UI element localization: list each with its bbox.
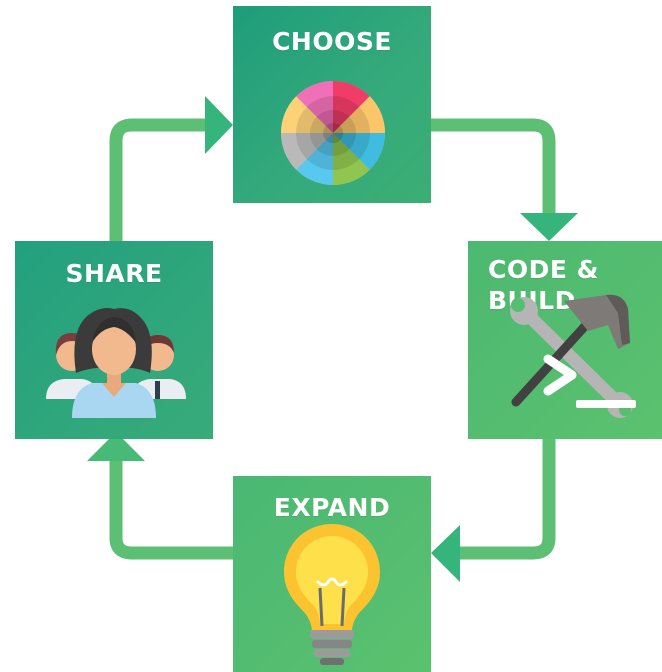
step-share-label: SHARE: [65, 259, 163, 288]
connector-expand-to-share: [109, 461, 233, 560]
color-wheel-icon: [280, 80, 386, 186]
people-icon: [46, 308, 186, 418]
step-expand-label: EXPAND: [273, 493, 391, 522]
code-prompt-icon: [543, 354, 636, 408]
step-choose-label: CHOOSE: [272, 27, 392, 56]
tools-icon: [510, 294, 636, 418]
connector-share-to-choose: [109, 118, 212, 241]
arrow-head-to-choose: [205, 96, 233, 154]
arrow-head-to-code: [520, 213, 578, 241]
step-expand: EXPAND: [233, 476, 431, 672]
connector-choose-to-code: [431, 118, 556, 222]
step-choose: CHOOSE: [233, 6, 431, 203]
connector-code-to-expand: [452, 439, 556, 560]
arrow-head-to-expand: [431, 525, 460, 582]
step-code-build-label-line1: CODE &: [488, 255, 599, 284]
wrench-icon: [510, 297, 633, 418]
step-share: SHARE: [15, 241, 213, 439]
person-center-icon: [72, 308, 156, 418]
lightbulb-icon: [284, 524, 380, 665]
arrow-head-to-share: [87, 432, 145, 461]
step-code-build: CODE & BUILD: [468, 241, 662, 439]
